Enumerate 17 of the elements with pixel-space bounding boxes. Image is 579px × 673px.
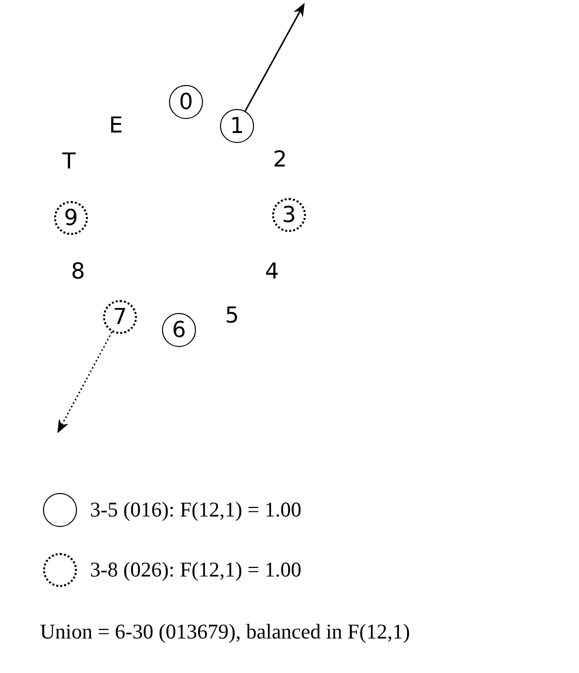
legend-text: 3-8 (026): F(12,1) = 1.00 bbox=[90, 558, 302, 582]
pitch-label: 5 bbox=[225, 304, 239, 328]
dotted-circle: 9 bbox=[54, 201, 88, 235]
circle: 0 bbox=[169, 85, 203, 119]
pitch-label: E bbox=[109, 114, 123, 138]
circle: 1 bbox=[220, 109, 254, 143]
arrow bbox=[244, 2, 305, 112]
circle: 6 bbox=[162, 313, 196, 347]
note: Union = 6-30 (013679), balanced in F(12,1) bbox=[40, 620, 410, 644]
dotted-circle: 3 bbox=[272, 198, 306, 232]
pitch-label: T bbox=[62, 150, 76, 174]
pitch-label: 4 bbox=[265, 260, 279, 284]
dotted-circle: 7 bbox=[103, 300, 137, 334]
arrow bbox=[57, 332, 113, 434]
pitch-label: 8 bbox=[71, 260, 85, 284]
pitch-label: 2 bbox=[273, 148, 287, 172]
legend-text: 3-5 (016): F(12,1) = 1.00 bbox=[90, 498, 302, 522]
